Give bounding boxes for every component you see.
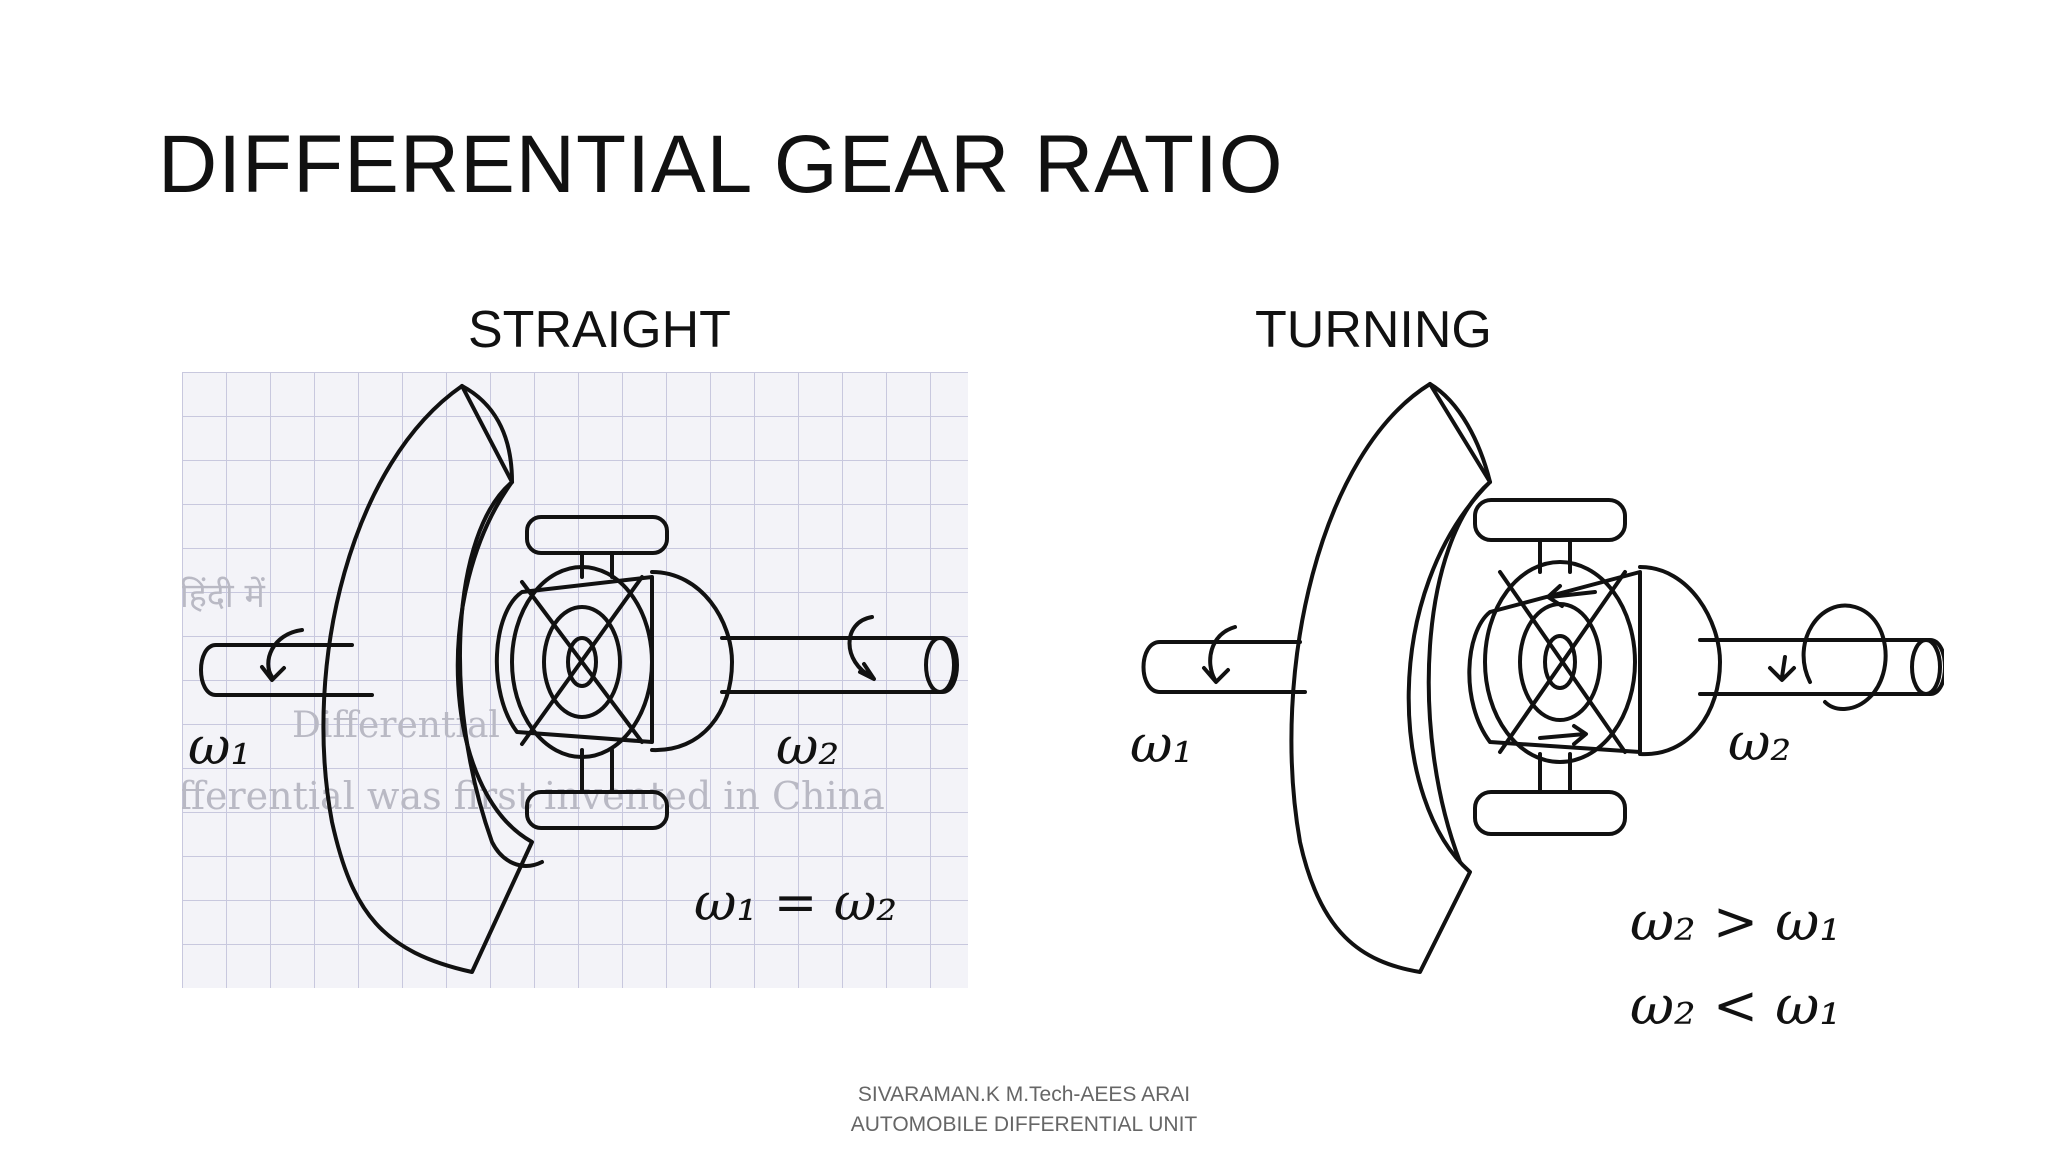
footer-topic: AUTOMOBILE DIFFERENTIAL UNIT [850,1113,1198,1136]
left-rotation-arrow [260,628,304,682]
inner-disc [458,480,544,868]
case-right-cap [650,570,734,753]
side-gear-inner [566,636,598,688]
turning-equation-greater: ω₂ > ω₁ [1630,890,1841,953]
case-arrow-bottom [1538,724,1588,746]
turning-omega2-label: ω₂ [1728,713,1791,773]
turning-inner-disc [1426,480,1492,864]
straight-omega1-label: ω₁ [188,717,251,777]
turning-sketch [1141,382,1944,974]
turning-case-face [1483,560,1637,764]
turning-crown-wheel [1289,382,1492,974]
turning-bottom-pinion-shaft [1538,752,1572,794]
left-axle [199,643,374,697]
top-pinion [525,515,669,555]
side-gear-outer [542,605,622,719]
footer-author: SIVARAMAN.K M.Tech-AEES ARAI [857,1083,1191,1106]
turning-case-x-lines [1498,570,1627,754]
turning-right-rotation-arrow [1768,655,1796,682]
turning-right-axle-end [1910,638,1942,696]
bottom-pinion-shaft [580,748,614,794]
turning-top-pinion-shaft [1538,538,1572,574]
turning-left-axle [1141,640,1307,694]
right-rotation-arrow [847,615,876,681]
turning-diagram-svg: ω₁ ω₂ ω₂ > ω₁ ω₂ < ω₁ [1120,372,1944,1072]
top-pinion-shaft [580,551,614,579]
straight-differential-diagram: हिंदी में Differential fferential was fi… [182,372,968,988]
turning-heading: TURNING [1255,301,1492,359]
turning-left-rotation-arrow [1202,625,1237,684]
turning-bottom-pinion [1473,790,1627,836]
turning-equation-less: ω₂ < ω₁ [1630,974,1841,1037]
turning-differential-diagram: ω₁ ω₂ ω₂ > ω₁ ω₂ < ω₁ [1120,372,1944,1072]
right-axle-end [924,636,956,694]
straight-heading: STRAIGHT [468,301,731,359]
turning-case [1467,570,1642,754]
straight-equation: ω₁ = ω₂ [694,873,897,933]
differential-sketch [199,384,959,974]
case-arrow-top [1546,584,1597,608]
case-x-lines [520,575,644,746]
straight-omega2-label: ω₂ [776,717,839,777]
slide-title: DIFFERENTIAL GEAR RATIO [158,119,1284,210]
turning-side-gear-inner [1543,634,1577,690]
bottom-pinion [525,790,669,830]
crown-wheel [321,384,534,974]
turning-crown-rim [1428,382,1492,484]
turning-background [1120,372,1944,1072]
turning-right-rotation-loop [1801,603,1888,711]
turning-case-right-cap [1638,565,1722,757]
turning-top-pinion [1473,498,1627,542]
crown-wheel-rim [460,384,514,484]
differential-case [494,575,654,744]
turning-omega1-label: ω₁ [1130,715,1193,775]
straight-diagram-svg: हिंदी में Differential fferential was fi… [182,372,968,988]
faded-text-line-1: हिंदी में [182,576,266,616]
